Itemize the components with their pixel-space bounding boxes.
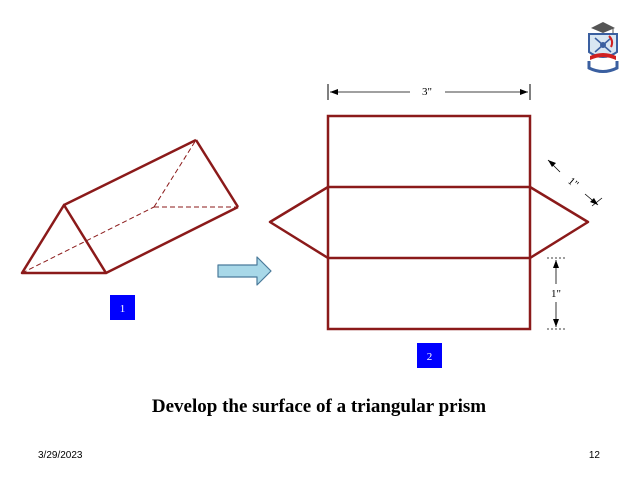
figure-1-badge: 1	[110, 295, 135, 320]
net-rectangle	[326, 114, 532, 331]
prism-front-face	[20, 203, 108, 275]
side-dimension: 1"	[547, 159, 603, 207]
right-arrow-icon	[217, 256, 272, 286]
side-dimension-label: 1"	[565, 175, 580, 191]
prism-edge	[194, 139, 240, 208]
prism-net-drawing	[268, 114, 590, 331]
net-left-triangle	[268, 185, 329, 260]
figure-2-badge-label: 2	[427, 351, 433, 363]
footer-date: 3/29/2023	[38, 450, 83, 461]
height-dimension: 1"	[547, 257, 566, 330]
prism-edge	[63, 138, 197, 207]
prism-edge	[105, 205, 239, 275]
net-right-triangle	[529, 185, 590, 260]
width-dimension: 3"	[327, 84, 531, 100]
figure-1-badge-label: 1	[120, 303, 126, 315]
triangular-prism-drawing	[20, 138, 240, 275]
slide-caption: Develop the surface of a triangular pris…	[151, 396, 487, 417]
width-dimension-label: 3"	[422, 86, 432, 98]
height-dimension-label: 1"	[551, 288, 561, 300]
footer-page-number: 12	[588, 450, 600, 461]
figure-2-badge: 2	[417, 343, 442, 368]
prism-hidden-edge	[153, 139, 197, 208]
prism-hidden-edge	[21, 206, 155, 274]
university-crest-icon	[587, 22, 619, 73]
